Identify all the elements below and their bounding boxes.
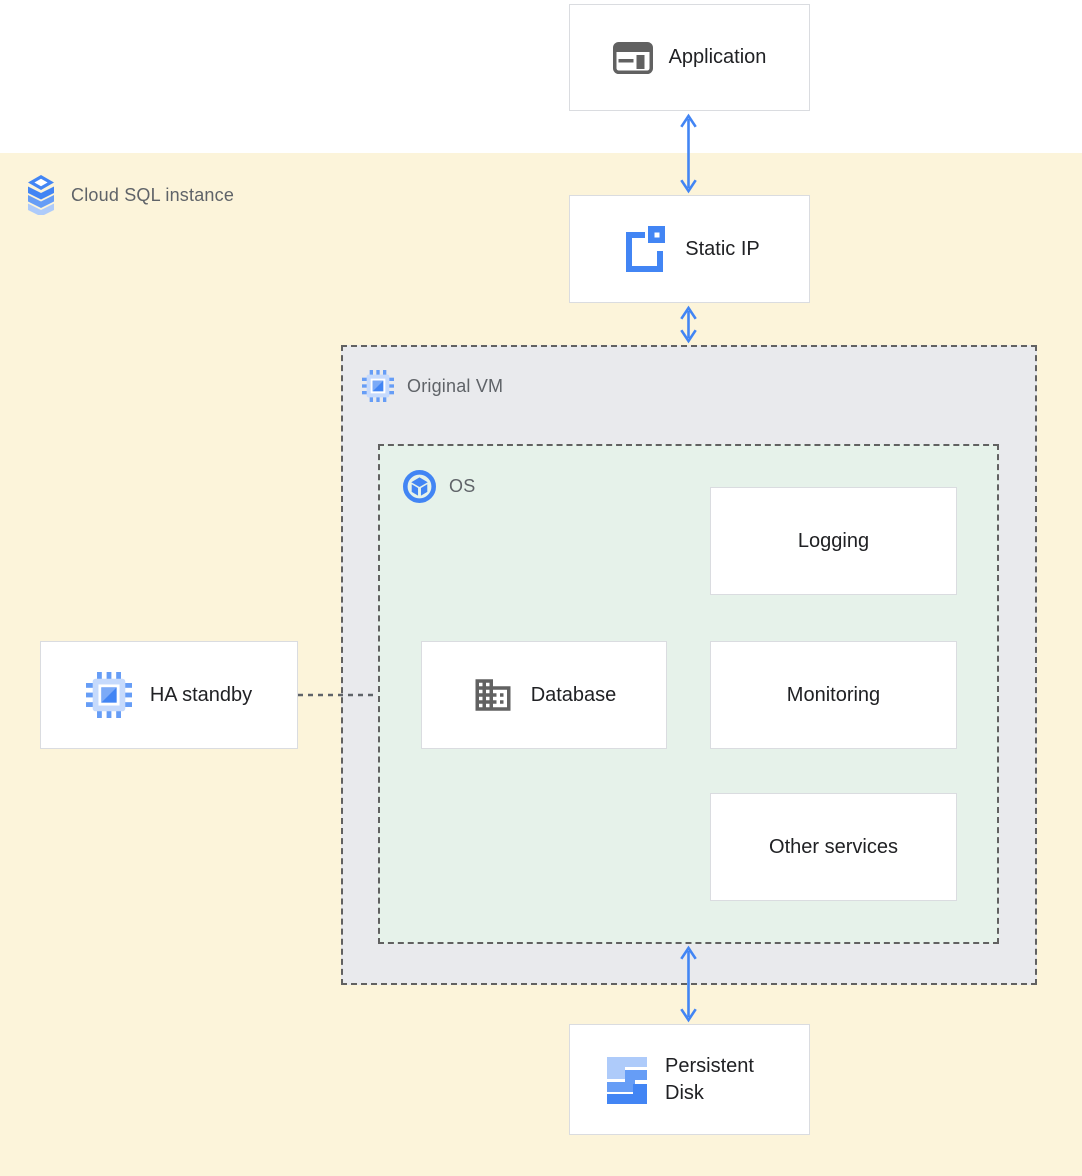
building-icon — [472, 674, 514, 716]
node-static-ip-label: Static IP — [685, 237, 760, 260]
node-ha-standby-label: HA standby — [149, 683, 253, 706]
node-monitoring: Monitoring — [710, 641, 957, 749]
persistent-disk-icon — [606, 1056, 648, 1104]
original-vm-region-title: Original VM — [407, 375, 504, 396]
node-other-services-label: Other services — [769, 835, 898, 858]
application-window-icon — [612, 41, 653, 74]
os-icon — [403, 470, 436, 503]
node-ha-standby: HA standby — [40, 641, 298, 749]
node-other-services: Other services — [710, 793, 957, 901]
compute-engine-icon — [362, 370, 394, 402]
cloud-sql-region-label: Cloud SQL instance — [24, 175, 234, 215]
os-region-title: OS — [449, 476, 476, 496]
node-persistent-disk: Persistent Disk — [569, 1024, 810, 1135]
cloud-sql-icon — [24, 175, 58, 215]
compute-engine-icon — [85, 672, 132, 718]
node-logging: Logging — [710, 487, 957, 595]
node-database: Database — [421, 641, 667, 749]
node-monitoring-label: Monitoring — [786, 683, 881, 706]
external-ip-icon — [619, 225, 667, 273]
node-static-ip: Static IP — [569, 195, 810, 303]
cloud-sql-region-title: Cloud SQL instance — [71, 184, 235, 205]
node-application: Application — [569, 4, 810, 111]
original-vm-region-label: Original VM — [362, 370, 503, 402]
node-logging-label: Logging — [797, 529, 870, 552]
node-persistent-disk-label: Persistent Disk — [665, 1054, 754, 1104]
os-region-label: OS — [403, 470, 475, 503]
node-application-label: Application — [668, 46, 767, 68]
node-database-label: Database — [530, 683, 617, 706]
